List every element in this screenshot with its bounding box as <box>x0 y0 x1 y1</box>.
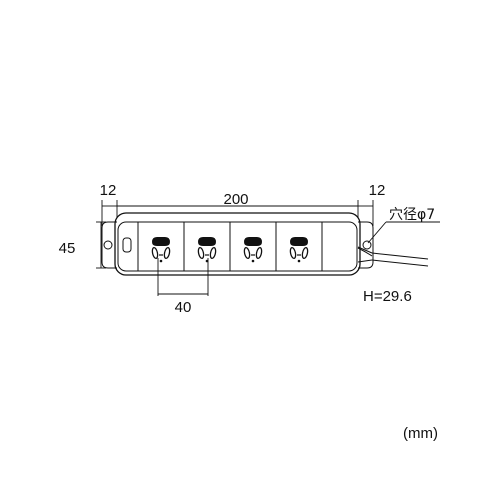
switch-indicator <box>122 237 132 253</box>
power-strip <box>101 212 374 276</box>
outlet-2 <box>196 236 218 263</box>
dim-label-right-tab: 12 <box>369 182 386 199</box>
cord-relief-bottom <box>357 259 373 263</box>
outlet-1 <box>150 236 172 263</box>
note-unit: (mm) <box>403 425 438 442</box>
outlet-4 <box>288 236 310 263</box>
dim-label-outlet-pitch: 40 <box>175 299 192 316</box>
cord-relief-top <box>357 246 373 254</box>
outlet-3 <box>242 236 264 263</box>
cord-line-bottom <box>371 259 429 267</box>
right-mounting-hole <box>362 240 372 250</box>
dimension-lines <box>96 200 440 296</box>
left-mounting-hole <box>103 240 113 250</box>
dim-label-left-tab: 12 <box>100 182 117 199</box>
strip-inner-face <box>117 221 358 272</box>
dim-label-total-width: 200 <box>223 191 248 208</box>
strip-outer-body <box>114 212 361 276</box>
dim-label-height: 45 <box>59 240 76 257</box>
note-thickness: H=29.6 <box>363 288 412 305</box>
hole-leader-line <box>367 221 387 244</box>
note-hole-diameter: 穴径φ7 <box>389 207 435 223</box>
cord-line-top <box>371 252 429 260</box>
cord-relief <box>357 247 373 257</box>
power-cord <box>357 246 429 267</box>
right-mounting-tab <box>358 221 374 269</box>
